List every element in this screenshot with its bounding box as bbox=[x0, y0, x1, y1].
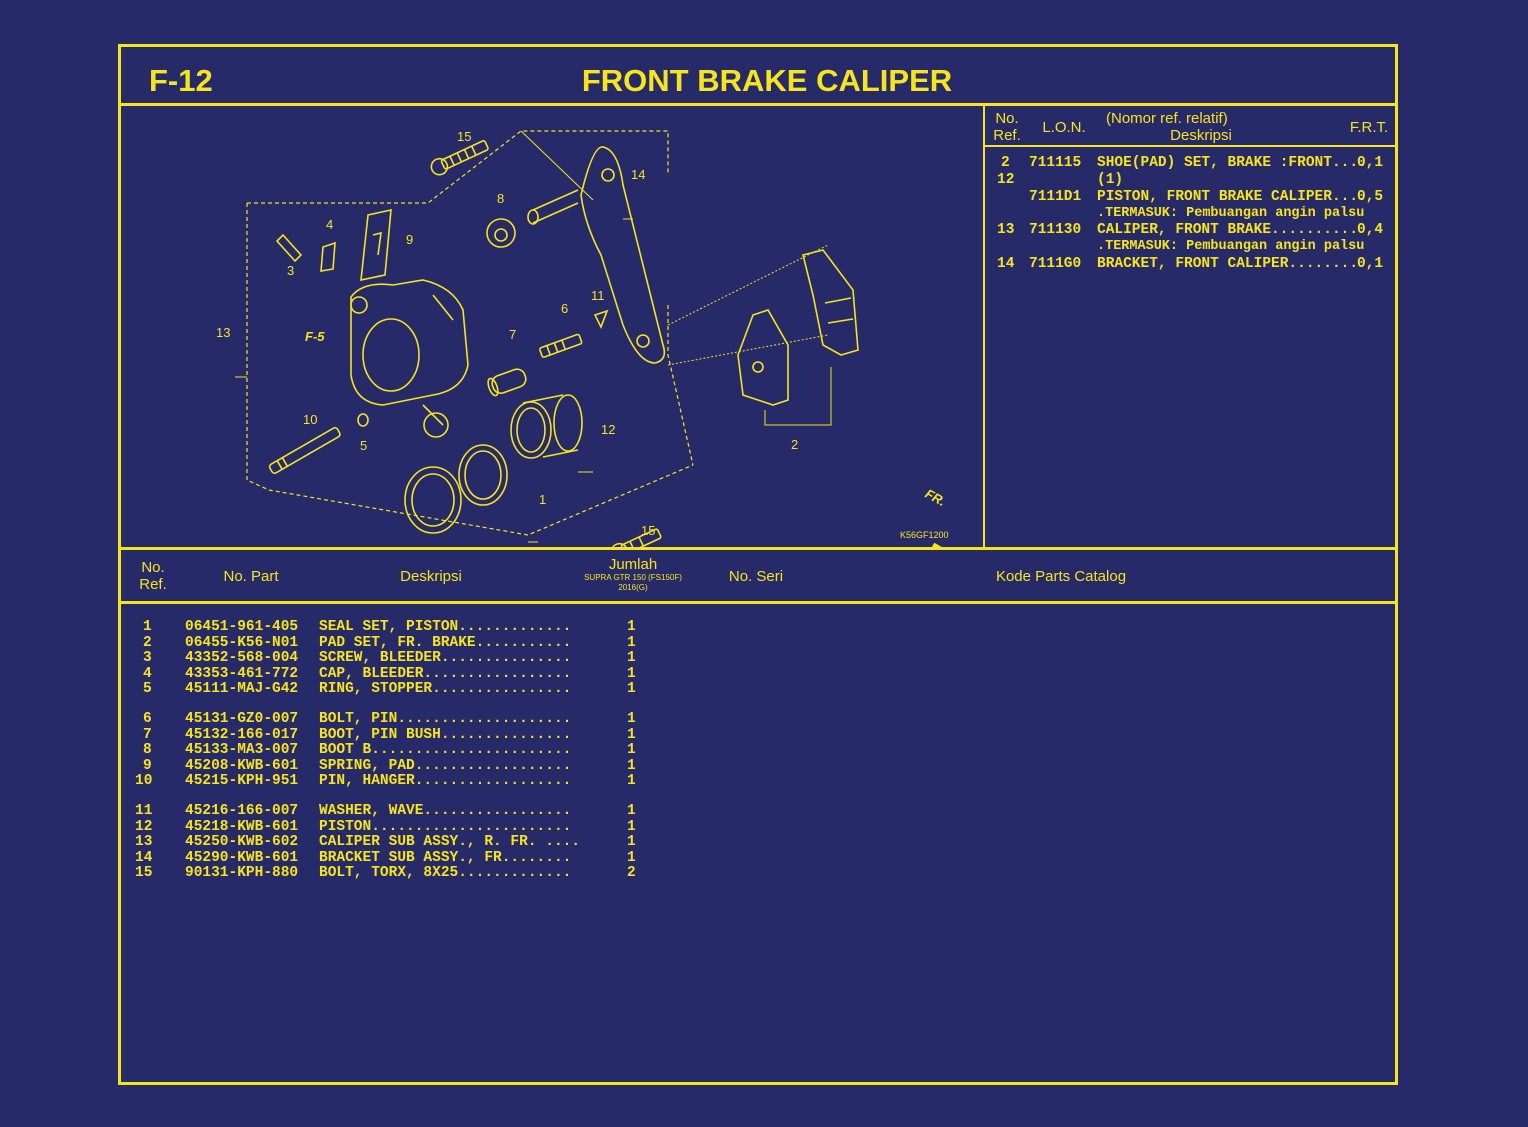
callout-4: 4 bbox=[326, 217, 334, 232]
table-row: 1 06451-961-405 SEAL SET, PISTON........… bbox=[143, 619, 636, 635]
table-row: 9 45208-KWB-601 SPRING, PAD.............… bbox=[143, 757, 636, 774]
frt-header-desc: (Nomor ref. relatif) Deskripsi bbox=[1106, 110, 1232, 144]
table-row: 8 45133-MA3-007 BOOT B..................… bbox=[143, 742, 636, 758]
table-row: 14 45290-KWB-601 BRACKET SUB ASSY., FR..… bbox=[135, 849, 636, 866]
frt-row: .TERMASUK: Pembuangan angin palsu bbox=[1097, 239, 1365, 254]
table-row: 13 45250-KWB-602 CALIPER SUB ASSY., R. F… bbox=[135, 834, 636, 850]
callout-7: 7 bbox=[509, 327, 517, 342]
table-row: 3 43352-568-004 SCREW, BLEEDER..........… bbox=[143, 650, 636, 666]
parts-header-bottom bbox=[121, 601, 1395, 604]
exploded-diagram bbox=[235, 130, 942, 547]
figure-code-label: K56GF1200 bbox=[900, 530, 949, 540]
frt-header-frt: F.R.T. bbox=[1349, 119, 1389, 136]
parts-header-part-no: No. Part bbox=[223, 568, 279, 585]
table-row: 11 45216-166-007 WASHER, WAVE...........… bbox=[135, 803, 636, 819]
parts-header-top bbox=[121, 547, 1395, 550]
parts-rows: 1 06451-961-405 SEAL SET, PISTON........… bbox=[135, 619, 695, 889]
callout-9: 9 bbox=[406, 232, 414, 247]
callout-14: 14 bbox=[631, 167, 646, 182]
table-row: 10 45215-KPH-951 PIN, HANGER............… bbox=[135, 773, 636, 789]
table-row: 2 06455-K56-N01 PAD SET, FR. BRAKE......… bbox=[143, 634, 636, 651]
direction-label: FR. bbox=[922, 485, 949, 510]
callout-13: 13 bbox=[216, 325, 231, 340]
callout-11: 11 bbox=[591, 288, 605, 303]
table-row: 4 43353-461-772 CAP, BLEEDER............… bbox=[143, 665, 636, 682]
parts-header-catalog: Kode Parts Catalog bbox=[995, 568, 1127, 585]
figure-code: F-12 bbox=[149, 63, 213, 98]
table-row: 15 90131-KPH-880 BOLT, TORX, 8X25.......… bbox=[135, 865, 636, 881]
table-row: 6 45131-GZ0-007 BOLT, PIN...............… bbox=[143, 711, 636, 727]
frt-row: 12 (1) bbox=[997, 172, 1124, 188]
parts-header-serial: No. Seri bbox=[728, 568, 784, 585]
parts-header-no-ref: No. Ref. bbox=[139, 559, 167, 593]
frt-rows: 2 711115 SHOE(PAD) SET, BRAKE :FRONT....… bbox=[121, 47, 1395, 272]
callout-1: 1 bbox=[539, 492, 547, 507]
frt-row: 13 711130 CALIPER, FRONT BRAKE..........… bbox=[997, 222, 1384, 238]
catalog-frame: F-12 FRONT BRAKE CALIPER bbox=[118, 44, 1398, 1085]
callout-5: 5 bbox=[360, 438, 368, 453]
callout-6: 6 bbox=[561, 301, 569, 316]
diagram-divider bbox=[983, 105, 985, 549]
header-divider bbox=[121, 103, 1395, 106]
callout-8: 8 bbox=[497, 191, 505, 206]
callout-2: 2 bbox=[791, 437, 799, 452]
callout-3: 3 bbox=[287, 263, 295, 278]
frt-row: 14 7111G0 BRACKET, FRONT CALIPER........… bbox=[997, 256, 1384, 272]
frt-header-lon: L.O.N. bbox=[1042, 119, 1086, 136]
diagram-labels: 15 14 8 4 9 3 11 6 7 13 F-5 10 5 12 2 1 … bbox=[123, 105, 983, 547]
callout-10: 10 bbox=[303, 412, 318, 427]
parts-header-qty: Jumlah SUPRA GTR 150 (FS150F) 2016(G) bbox=[584, 556, 682, 592]
parts-header-desc: Deskripsi bbox=[400, 568, 462, 585]
frt-row: 7111D1 PISTON, FRONT BRAKE CALIPER.... 0… bbox=[1029, 189, 1384, 205]
page-title: FRONT BRAKE CALIPER bbox=[581, 63, 953, 98]
table-row: 7 45132-166-017 BOOT, PIN BUSH..........… bbox=[143, 726, 636, 743]
table-row: 5 45111-MAJ-G42 RING, STOPPER...........… bbox=[143, 681, 636, 697]
callout-12: 12 bbox=[601, 422, 616, 437]
section-ref-f5: F-5 bbox=[305, 329, 325, 344]
frt-header-divider bbox=[985, 145, 1395, 147]
frt-row: .TERMASUK: Pembuangan angin palsu bbox=[1097, 206, 1365, 221]
frt-row: 2 711115 SHOE(PAD) SET, BRAKE :FRONT....… bbox=[1001, 155, 1384, 171]
callout-15-top: 15 bbox=[457, 129, 472, 144]
frt-header-no-ref: No. Ref. bbox=[993, 110, 1021, 144]
table-row: 12 45218-KWB-601 PISTON.................… bbox=[135, 818, 636, 835]
callout-15-bottom: 15 bbox=[641, 523, 656, 538]
